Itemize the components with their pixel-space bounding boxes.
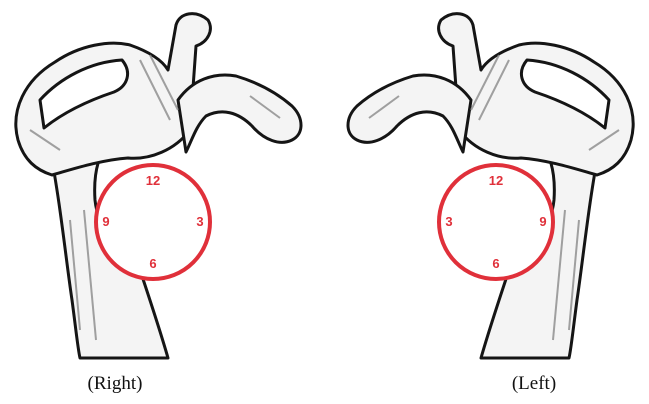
clock-label-right: 3 [196, 214, 203, 229]
right-shoulder-panel: 12 3 6 9 (Right) [0, 0, 325, 404]
left-shoulder-illustration: 12 9 6 3 [324, 0, 649, 360]
clock-label-bottom: 6 [492, 256, 499, 271]
left-shoulder-panel: 12 9 6 3 (Left) [324, 0, 649, 404]
clock-label-bottom: 6 [149, 256, 156, 271]
clock-label-left: 3 [445, 214, 452, 229]
clock-label-left: 9 [102, 214, 109, 229]
clock-label-top: 12 [489, 173, 503, 188]
right-shoulder-illustration: 12 3 6 9 [0, 0, 325, 360]
coracoid-process [178, 75, 301, 152]
clock-label-top: 12 [146, 173, 160, 188]
coracoid-process [348, 75, 471, 152]
figure-caption-left: (Left) [474, 372, 594, 396]
glenoid-clock: 12 3 6 9 [96, 165, 210, 279]
figure-caption-right: (Right) [55, 372, 175, 396]
clock-label-right: 9 [539, 214, 546, 229]
